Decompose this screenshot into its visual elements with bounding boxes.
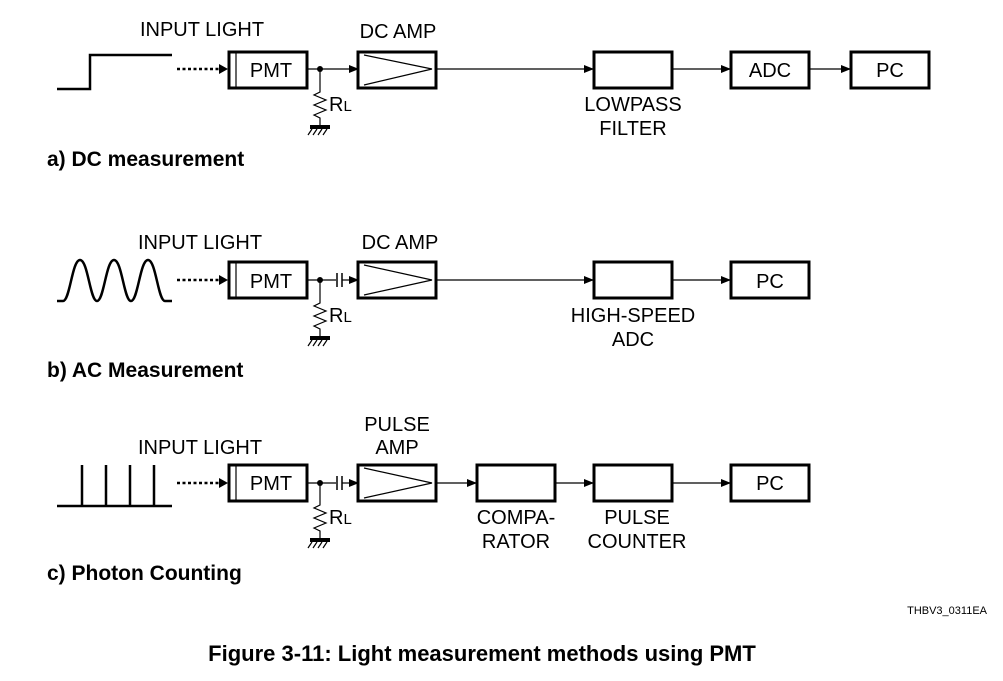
- dc-amp-label: DC AMP: [360, 21, 437, 43]
- ac-pc-block: [729, 260, 811, 300]
- pc-input-light-label: INPUT LIGHT: [138, 437, 262, 459]
- pc-pc-label: PC: [756, 473, 784, 495]
- dc-step-waveform: [57, 53, 172, 91]
- pc-pulse-amp-block: [356, 463, 438, 503]
- dc-lowpass-filter-block: [592, 50, 674, 90]
- figure-code: THBV3_0311EA: [907, 605, 988, 617]
- dc-filter-label-2: FILTER: [599, 118, 666, 140]
- dc-rl-label: RL: [329, 94, 352, 116]
- dc-pmt-label: PMT: [250, 60, 292, 82]
- dc-adc-label: ADC: [749, 60, 791, 82]
- ac-coupling-capacitor: [336, 273, 343, 287]
- ac-input-light-label: INPUT LIGHT: [138, 232, 262, 254]
- pc-pulse-counter-block: [592, 463, 674, 503]
- pc-photon-pulse-waveform: [57, 465, 172, 508]
- pc-comparator-label-1: COMPA-: [477, 507, 556, 529]
- pc-comparator-label-2: RATOR: [482, 531, 550, 553]
- pc-comparator-block: [475, 463, 557, 503]
- dc-pc-label: PC: [876, 60, 904, 82]
- pc-rl-label: RL: [329, 507, 352, 529]
- ac-pulse-waveform: [57, 258, 172, 303]
- pc-load-resistor: RL: [307, 483, 352, 549]
- dc-amp-block: [356, 50, 438, 90]
- ac-measurement-section: INPUT LIGHT PMT RL DC AMP HIGH-SP: [47, 232, 811, 382]
- pc-amp-label-2: AMP: [375, 437, 418, 459]
- ac-pc-label: PC: [756, 271, 784, 293]
- ac-pmt-block: PMT: [227, 260, 309, 300]
- ac-amp-block: [356, 260, 438, 300]
- figure-caption: Figure 3-11: Light measurement methods u…: [208, 641, 756, 666]
- pc-pmt-label: PMT: [250, 473, 292, 495]
- pc-amp-label-1: PULSE: [364, 414, 430, 436]
- pc-pmt-block: PMT: [227, 463, 309, 503]
- dc-adc-block: [729, 50, 811, 90]
- dc-section-title: a) DC measurement: [47, 148, 244, 171]
- dc-load-resistor: RL: [307, 69, 352, 136]
- dc-pc-block: [849, 50, 931, 90]
- photon-counting-section: INPUT LIGHT PMT RL PULSE AMP: [47, 414, 811, 585]
- ac-adc-label-1: HIGH-SPEED: [571, 305, 695, 327]
- ac-amp-label: DC AMP: [362, 232, 439, 254]
- pc-counter-label-1: PULSE: [604, 507, 670, 529]
- ac-adc-label-2: ADC: [612, 329, 654, 351]
- ac-load-resistor: RL: [307, 280, 352, 347]
- pc-coupling-capacitor: [336, 476, 343, 490]
- dc-measurement-section: INPUT LIGHT PMT RL DC AMP LOWPASS FILTER…: [47, 19, 931, 171]
- pc-section-title: c) Photon Counting: [47, 562, 242, 585]
- dc-pmt-block: PMT: [227, 50, 309, 90]
- ac-high-speed-adc-block: [592, 260, 674, 300]
- pc-counter-label-2: COUNTER: [588, 531, 687, 553]
- ac-pmt-label: PMT: [250, 271, 292, 293]
- dc-filter-label-1: LOWPASS: [584, 94, 681, 116]
- dc-input-light-label: INPUT LIGHT: [140, 19, 264, 41]
- pc-pc-block: [729, 463, 811, 503]
- ac-section-title: b) AC Measurement: [47, 359, 243, 382]
- ac-rl-label: RL: [329, 305, 352, 327]
